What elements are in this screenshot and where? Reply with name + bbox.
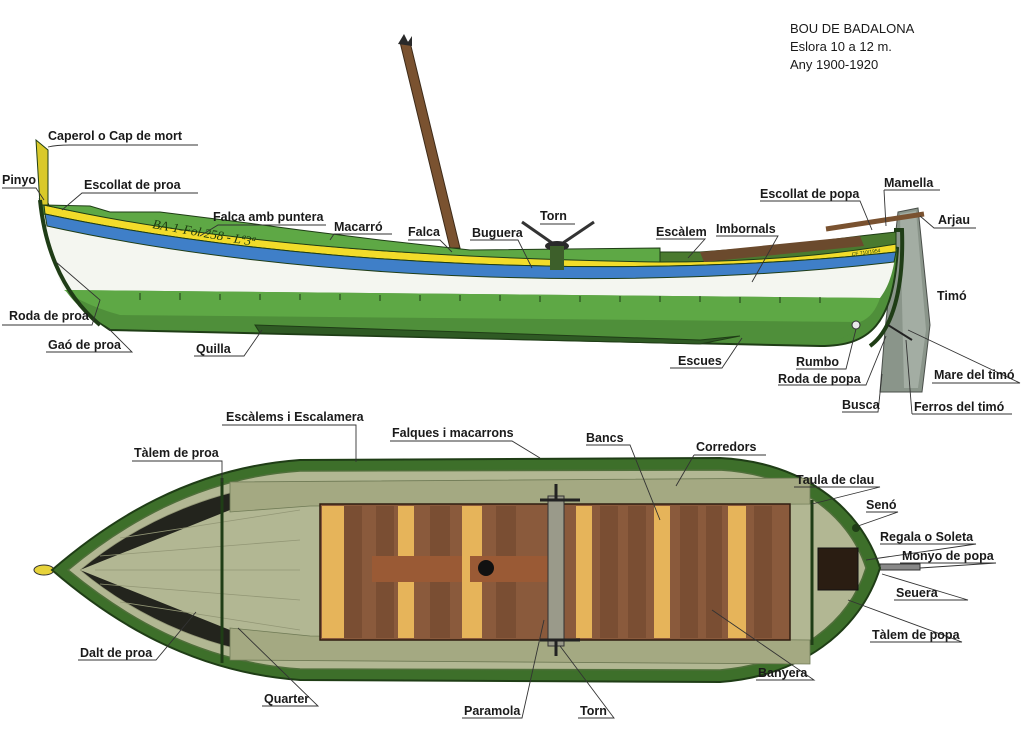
title-block: BOU DE BADALONA Eslora 10 a 12 m. Any 19… [790,21,915,72]
side-hull: BA-1-Fol 258 - Lª3ª CF 710/1954 [35,138,913,348]
label-ferros-timo: Ferros del timó [914,400,1005,414]
label-talem-popa: Tàlem de popa [872,628,961,642]
label-torn-side: Torn [540,209,567,223]
label-quarter: Quarter [264,692,309,706]
side-labels: Caperol o Cap de mort Pinyo Escollat de … [2,129,1021,415]
label-falques: Falques i macarrons [392,426,514,440]
label-buguera: Buguera [472,226,524,240]
label-corredors: Corredors [696,440,756,454]
label-torn-top: Torn [580,704,607,718]
label-regala: Regala o Soleta [880,530,974,544]
label-arjau: Arjau [938,213,970,227]
label-dalt-proa: Dalt de proa [80,646,153,660]
label-escollat-proa: Escollat de proa [84,178,182,192]
label-falca-puntera: Falca amb puntera [213,210,324,224]
title-line-2: Eslora 10 a 12 m. [790,39,892,54]
label-paramola: Paramola [464,704,521,718]
label-bancs: Bancs [586,431,624,445]
mast [398,34,461,249]
label-macarro: Macarró [334,220,383,234]
label-escalems: Escàlems i Escalamera [226,410,365,424]
title-line-1: BOU DE BADALONA [790,21,915,36]
label-escues: Escues [678,354,722,368]
side-view: BA-1-Fol 258 - Lª3ª CF 710/1954 Caperol … [2,34,1021,415]
label-monyo: Monyo de popa [902,549,995,563]
label-seuera: Seuera [896,586,939,600]
label-talem-proa: Tàlem de proa [134,446,220,460]
label-busca: Busca [842,398,881,412]
label-mamella: Mamella [884,176,934,190]
label-imbornals: Imbornals [716,222,776,236]
label-quilla: Quilla [196,342,232,356]
label-caperol: Caperol o Cap de mort [48,129,183,143]
label-roda-popa: Roda de popa [778,372,862,386]
label-taula-clau: Taula de clau [796,473,874,487]
winch-top [540,484,580,656]
stern-well [817,547,859,591]
label-pinyo: Pinyo [2,173,36,187]
label-timo: Timó [937,289,967,303]
mast-step [478,560,494,576]
label-mare-timo: Mare del timó [934,368,1015,382]
label-rumbo: Rumbo [796,355,839,369]
label-banyera: Banyera [758,666,808,680]
label-seno: Senó [866,498,897,512]
top-view: Escàlems i Escalamera Falques i macarron… [33,410,997,719]
winch [521,220,595,270]
stern-peg [879,563,921,571]
label-escollat-popa: Escollat de popa [760,187,860,201]
thwarts [322,506,772,638]
stern-mark: CF 710/1954 [851,248,881,258]
label-escalem: Escàlem [656,225,707,239]
top-labels: Escàlems i Escalamera Falques i macarron… [78,410,997,719]
title-line-3: Any 1900-1920 [790,57,878,72]
label-falca: Falca [408,225,441,239]
label-gao-proa: Gaó de proa [48,338,122,352]
tiller [825,211,925,232]
label-roda-proa: Roda de proa [9,309,90,323]
